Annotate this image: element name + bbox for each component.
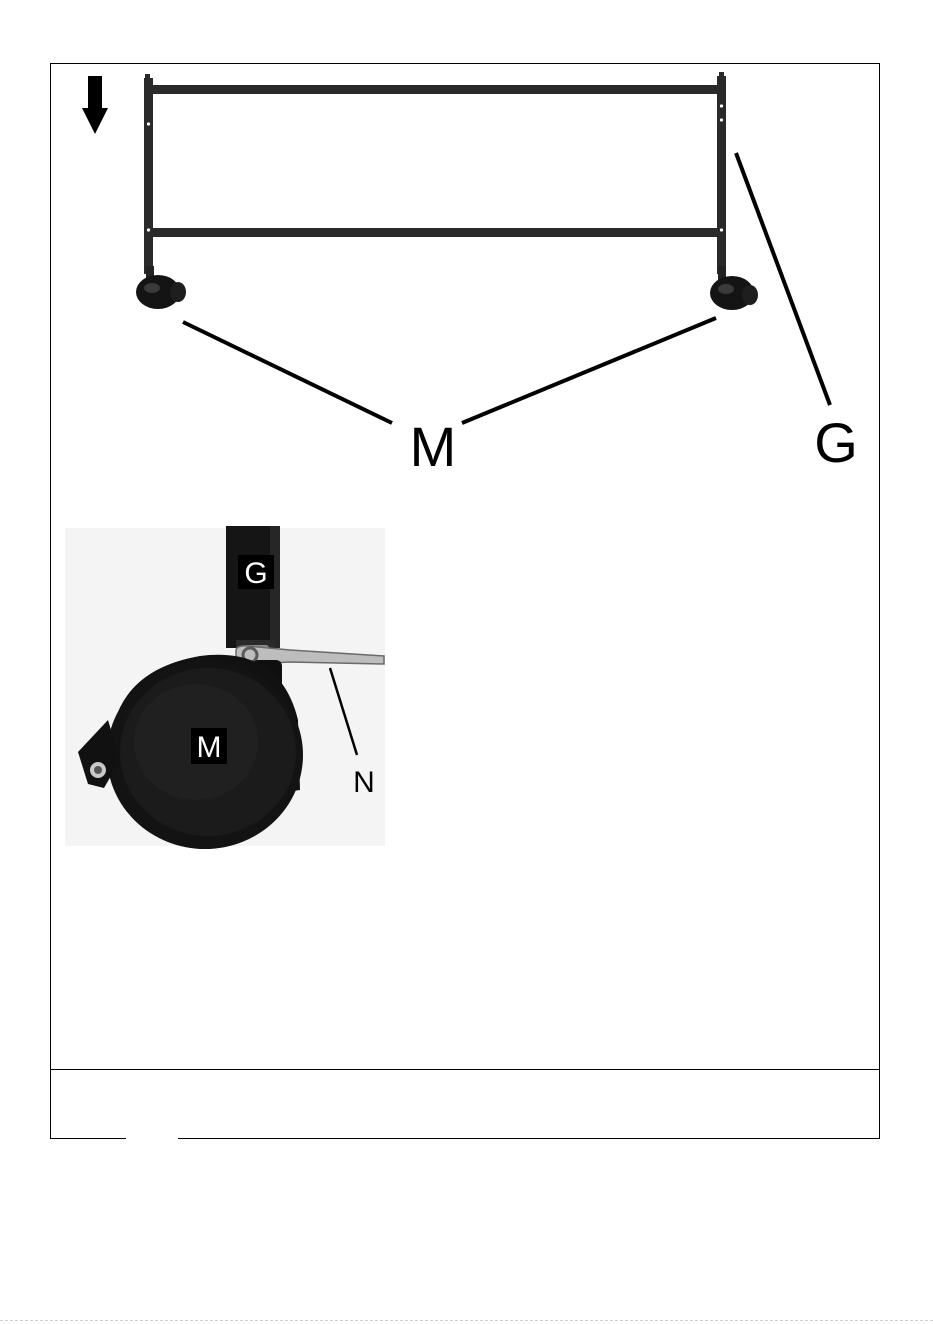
label-wrench: N [353,766,375,799]
bottom-rail [149,228,721,237]
left-post [144,78,153,274]
frame-drawing [144,72,726,274]
caster-left [136,266,186,309]
label-caster: M [410,415,457,478]
caster-detail-photo: G M [65,526,385,849]
arrow-down-icon [82,76,108,134]
photo-label-frame: G [244,557,267,590]
label-frame: G [814,411,858,474]
top-rail [149,85,721,94]
photo-label-caster: M [197,731,222,764]
